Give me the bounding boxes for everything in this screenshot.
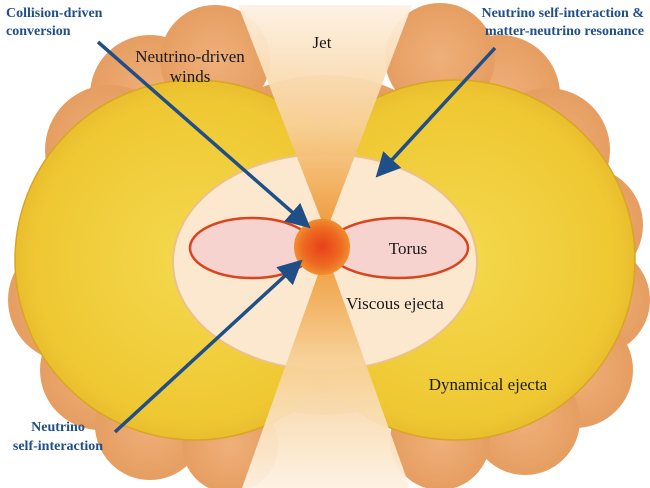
self-interaction-label-line2: self-interaction	[13, 439, 103, 454]
self-interaction-label-line1: Neutrino	[31, 420, 85, 435]
resonance-label-line1: Neutrino self-interaction &	[481, 6, 644, 21]
jet-label: Jet	[313, 33, 332, 52]
torus-label: Torus	[389, 239, 427, 258]
neutrino-winds-label-line2: winds	[170, 67, 211, 86]
annotation-arrows	[96, 40, 497, 434]
collision-driven-label-line2: conversion	[6, 24, 71, 39]
jet-lower-cone	[242, 252, 410, 488]
jet-upper-cone	[238, 5, 412, 232]
dynamical-ejecta-label: Dynamical ejecta	[429, 375, 548, 394]
arrow-self-interaction	[113, 259, 303, 434]
collision-driven-label-line1: Collision-driven	[6, 6, 103, 21]
neutrino-winds-label-line1: Neutrino-driven	[135, 47, 245, 66]
resonance-label-line2: matter-neutrino resonance	[485, 24, 644, 39]
arrow-resonance	[375, 46, 497, 178]
central-remnant	[294, 219, 350, 275]
arrow-collision-driven	[96, 40, 311, 229]
viscous-ejecta-label: Viscous ejecta	[346, 294, 444, 313]
